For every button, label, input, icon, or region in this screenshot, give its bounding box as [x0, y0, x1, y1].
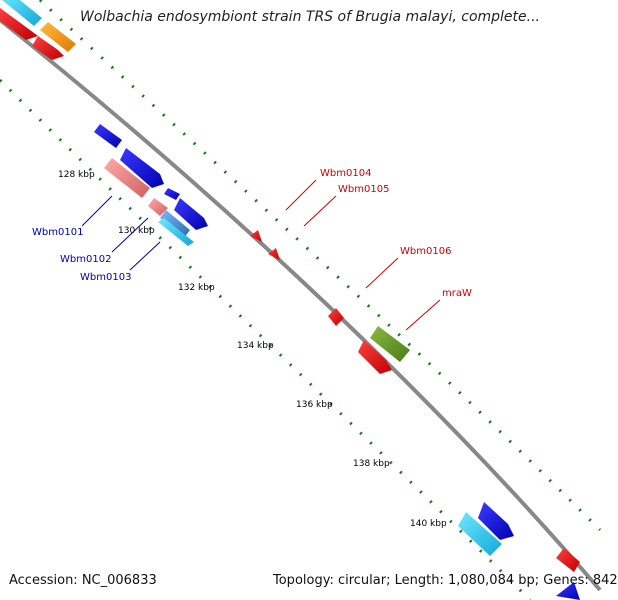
- gene-feature-group-mraw[interactable]: [358, 326, 410, 374]
- gene-pink-wbm0101: [104, 158, 150, 198]
- gene-blue-4: [174, 198, 208, 230]
- gene-blue-2: [120, 148, 164, 188]
- inner-tick-track: [0, 78, 532, 600]
- gene-feature-group-128[interactable]: [94, 124, 208, 246]
- kbp-labels: 128 kbp 130 kbp 132 kbp 134 kbp 136 kbp …: [58, 170, 447, 529]
- kbp-label-132: 132 kbp: [178, 283, 215, 293]
- gene-blue-3: [164, 188, 180, 200]
- gene-feature-group-top[interactable]: [0, 0, 76, 60]
- kbp-label-134: 134 kbp: [237, 341, 274, 351]
- gene-feature-group-140[interactable]: [458, 502, 580, 600]
- gene-blue-bottom-right: [556, 582, 580, 600]
- gene-red-bottom-right: [556, 548, 580, 572]
- accession-text: Accession: NC_006833: [9, 573, 157, 588]
- gene-cyan-140: [458, 512, 502, 556]
- kbp-label-138: 138 kbp: [353, 459, 390, 469]
- gene-label-wbm0103: Wbm0103: [80, 272, 131, 283]
- gene-cyan-wbm0103: [158, 218, 194, 246]
- gene-labels: Wbm0104 Wbm0105 Wbm0106 mraW Wbm0101 Wbm…: [32, 168, 472, 299]
- genome-map[interactable]: 128 kbp 130 kbp 132 kbp 134 kbp 136 kbp …: [0, 0, 602, 600]
- gene-orange-top: [40, 22, 76, 52]
- genome-backbone: [0, 18, 602, 592]
- outer-tick-track: [38, 0, 602, 532]
- genome-summary-text: Topology: circular; Length: 1,080,084 bp…: [273, 573, 618, 588]
- map-title: Wolbachia endosymbiont strain TRS of Bru…: [80, 9, 540, 25]
- gene-label-wbm0104: Wbm0104: [320, 168, 371, 179]
- gene-blue-140: [478, 502, 514, 540]
- gene-red-mraw-adj: [358, 340, 392, 374]
- gene-blue-1: [94, 124, 122, 148]
- gene-feature-group-red-small[interactable]: [250, 230, 344, 326]
- gene-label-wbm0102: Wbm0102: [60, 254, 111, 265]
- kbp-label-130: 130 kbp: [118, 226, 155, 236]
- kbp-label-128: 128 kbp: [58, 170, 95, 180]
- gene-label-wbm0101: Wbm0101: [32, 227, 83, 238]
- kbp-label-136: 136 kbp: [296, 400, 333, 410]
- gene-label-wbm0106: Wbm0106: [400, 246, 451, 257]
- gene-label-wbm0105: Wbm0105: [338, 184, 389, 195]
- gene-label-leaders: [81, 179, 441, 331]
- gene-red-wbm0104: [250, 230, 262, 242]
- gene-red-wbm0106: [328, 308, 344, 326]
- gene-red-top-2: [32, 36, 64, 60]
- gene-pink-wbm0102: [148, 198, 168, 216]
- gene-steel-wbm0103: [160, 210, 190, 238]
- gene-red-wbm0105: [268, 248, 280, 260]
- gene-red-top-1: [0, 8, 38, 40]
- gene-label-mraw: mraW: [442, 288, 472, 299]
- kbp-label-140: 140 kbp: [410, 519, 447, 529]
- gene-cyan-top: [2, 0, 42, 26]
- gene-olive-mraw: [370, 326, 410, 362]
